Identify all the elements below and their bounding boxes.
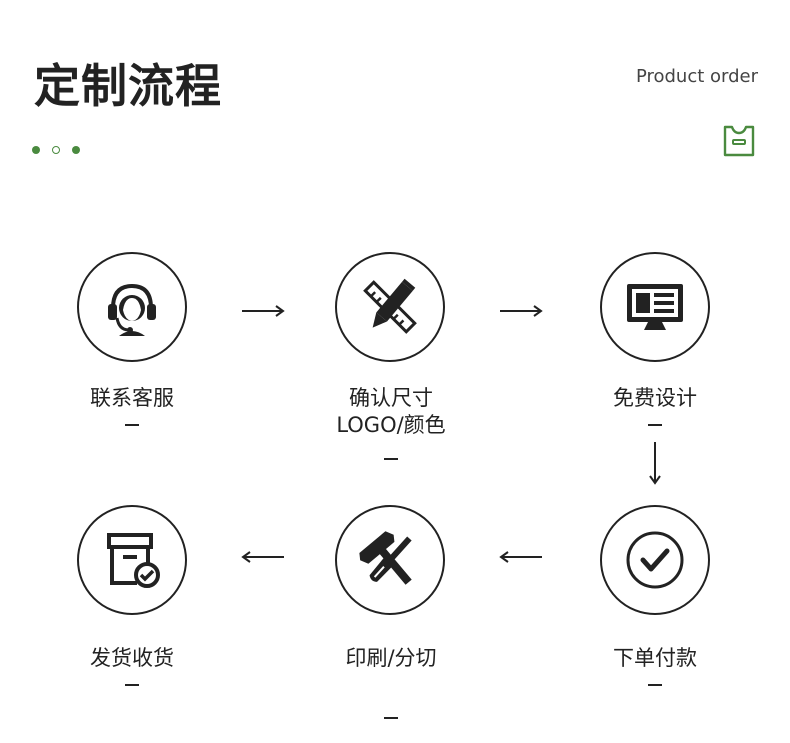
- step-2-label-line2: LOGO/颜色: [336, 413, 446, 437]
- check-circle-icon: [626, 531, 684, 589]
- step-2-dash: [384, 458, 398, 460]
- step-6-circle: [77, 505, 187, 615]
- step-1-circle: [77, 252, 187, 362]
- step-3-label: 免费设计: [613, 386, 697, 410]
- arrow-right-icon: [242, 305, 285, 317]
- hammer-screwdriver-icon: [359, 531, 412, 585]
- step-1-label: 联系客服: [90, 386, 174, 410]
- step-6-label: 发货收货: [90, 646, 174, 670]
- step-5-label: 印刷/分切: [345, 646, 437, 670]
- dot: [72, 146, 80, 154]
- step-3-circle: [600, 252, 710, 362]
- dot: [32, 146, 40, 154]
- step-5-dash: [384, 717, 398, 719]
- step-2-label: 确认尺寸: [349, 386, 433, 410]
- page-subtitle: Product order: [635, 66, 758, 87]
- step-1-dash: [125, 424, 139, 426]
- page-title: 定制流程: [34, 59, 222, 113]
- step-4-dash: [648, 684, 662, 686]
- step-6-dash: [125, 684, 139, 686]
- step-4-circle: [600, 505, 710, 615]
- box-check-icon: [107, 533, 160, 588]
- arrow-right-icon: [500, 305, 543, 317]
- arrow-left-icon: [241, 551, 284, 563]
- dot: [52, 146, 60, 154]
- step-5-circle: [335, 505, 445, 615]
- pencil-ruler-icon: [363, 278, 417, 334]
- step-4-label: 下单付款: [613, 646, 697, 670]
- decorative-dots: [32, 146, 80, 154]
- step-2-circle: [335, 252, 445, 362]
- arrow-down-icon: [649, 442, 661, 485]
- bag-icon: [723, 125, 755, 157]
- monitor-icon: [627, 284, 683, 330]
- arrow-left-icon: [499, 551, 542, 563]
- step-3-dash: [648, 424, 662, 426]
- headset-icon: [108, 283, 156, 336]
